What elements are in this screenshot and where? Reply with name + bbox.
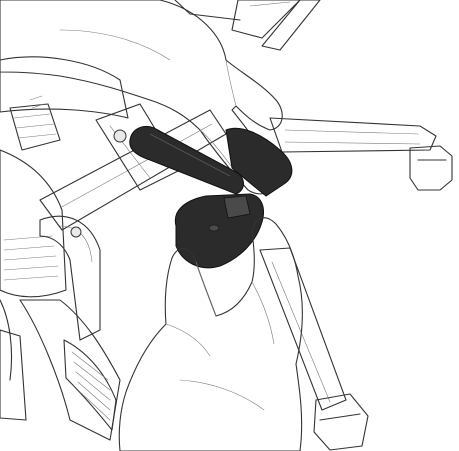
frame-details xyxy=(30,96,126,237)
base-mesh-lower xyxy=(0,300,120,440)
base-leg-right xyxy=(270,118,452,190)
armrest-left xyxy=(40,216,100,340)
seat-mesh-left xyxy=(0,57,128,297)
adjustment-lever-part xyxy=(130,127,292,268)
base-leg-lower-right xyxy=(260,248,368,450)
chair-frame-upper xyxy=(175,0,320,50)
